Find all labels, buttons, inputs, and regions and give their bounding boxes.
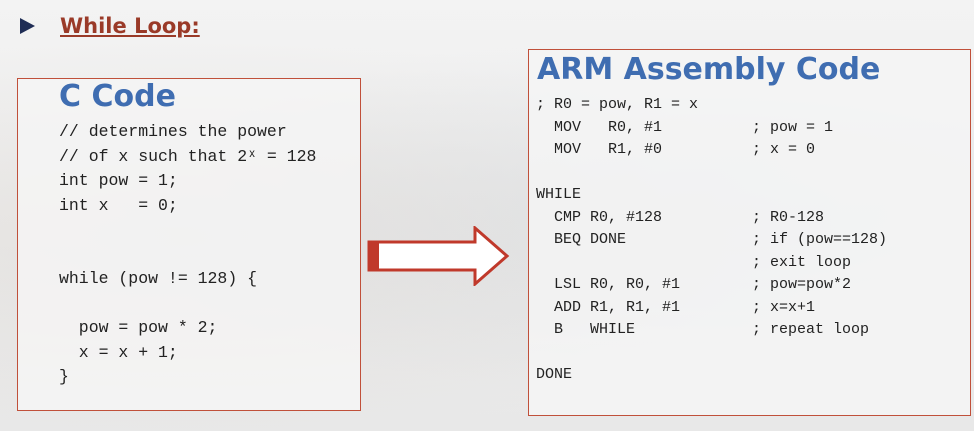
heading-text: While Loop: <box>60 14 200 38</box>
arrow-bullet-icon <box>20 18 35 34</box>
slide-heading: While Loop: <box>14 14 200 38</box>
code-line: WHILE <box>536 186 582 203</box>
arm-code-block: ; R0 = pow, R1 = x MOV R0, #1 ; pow = 1 … <box>536 94 887 387</box>
code-line: MOV R1, #0 ; x = 0 <box>536 141 816 158</box>
arm-code-panel: ARM Assembly Code ; R0 = pow, R1 = x MOV… <box>528 49 971 416</box>
c-code-panel: C Code // determines the power // of x su… <box>17 78 361 411</box>
code-line: ; exit loop <box>536 253 852 271</box>
code-line: DONE <box>536 366 573 383</box>
code-line: int x = 0; <box>59 195 178 215</box>
code-line: B WHILE ; repeat loop <box>536 321 870 338</box>
code-line: // determines the power <box>59 122 287 141</box>
code-line: MOV R0, #1 ; pow = 1 <box>536 118 834 136</box>
right-arrow-icon <box>367 226 510 286</box>
code-line: LSL R0, R0, #1 ; pow=pow*2 <box>536 276 852 293</box>
code-line: x = x + 1; <box>59 342 178 362</box>
code-line: ; R0 = pow, R1 = x <box>536 96 699 113</box>
code-line <box>59 218 316 243</box>
c-code-block: // determines the power // of x such that… <box>59 120 316 390</box>
code-line: ADD R1, R1, #1 ; x=x+1 <box>536 298 816 316</box>
code-line <box>536 342 887 365</box>
code-line: // of x such that 2ˣ = 128 <box>59 146 317 166</box>
code-line: int pow = 1; <box>59 171 178 190</box>
code-line: pow = pow * 2; <box>59 318 218 337</box>
code-line <box>59 243 316 268</box>
code-line <box>536 162 887 185</box>
code-line: } <box>59 367 69 386</box>
arm-code-title: ARM Assembly Code <box>537 52 881 87</box>
code-line: BEQ DONE ; if (pow==128) <box>536 231 888 248</box>
code-line: CMP R0, #128 ; R0-128 <box>536 208 825 226</box>
code-line <box>59 292 316 317</box>
code-line: while (pow != 128) { <box>59 269 258 288</box>
c-code-title: C Code <box>59 79 176 114</box>
